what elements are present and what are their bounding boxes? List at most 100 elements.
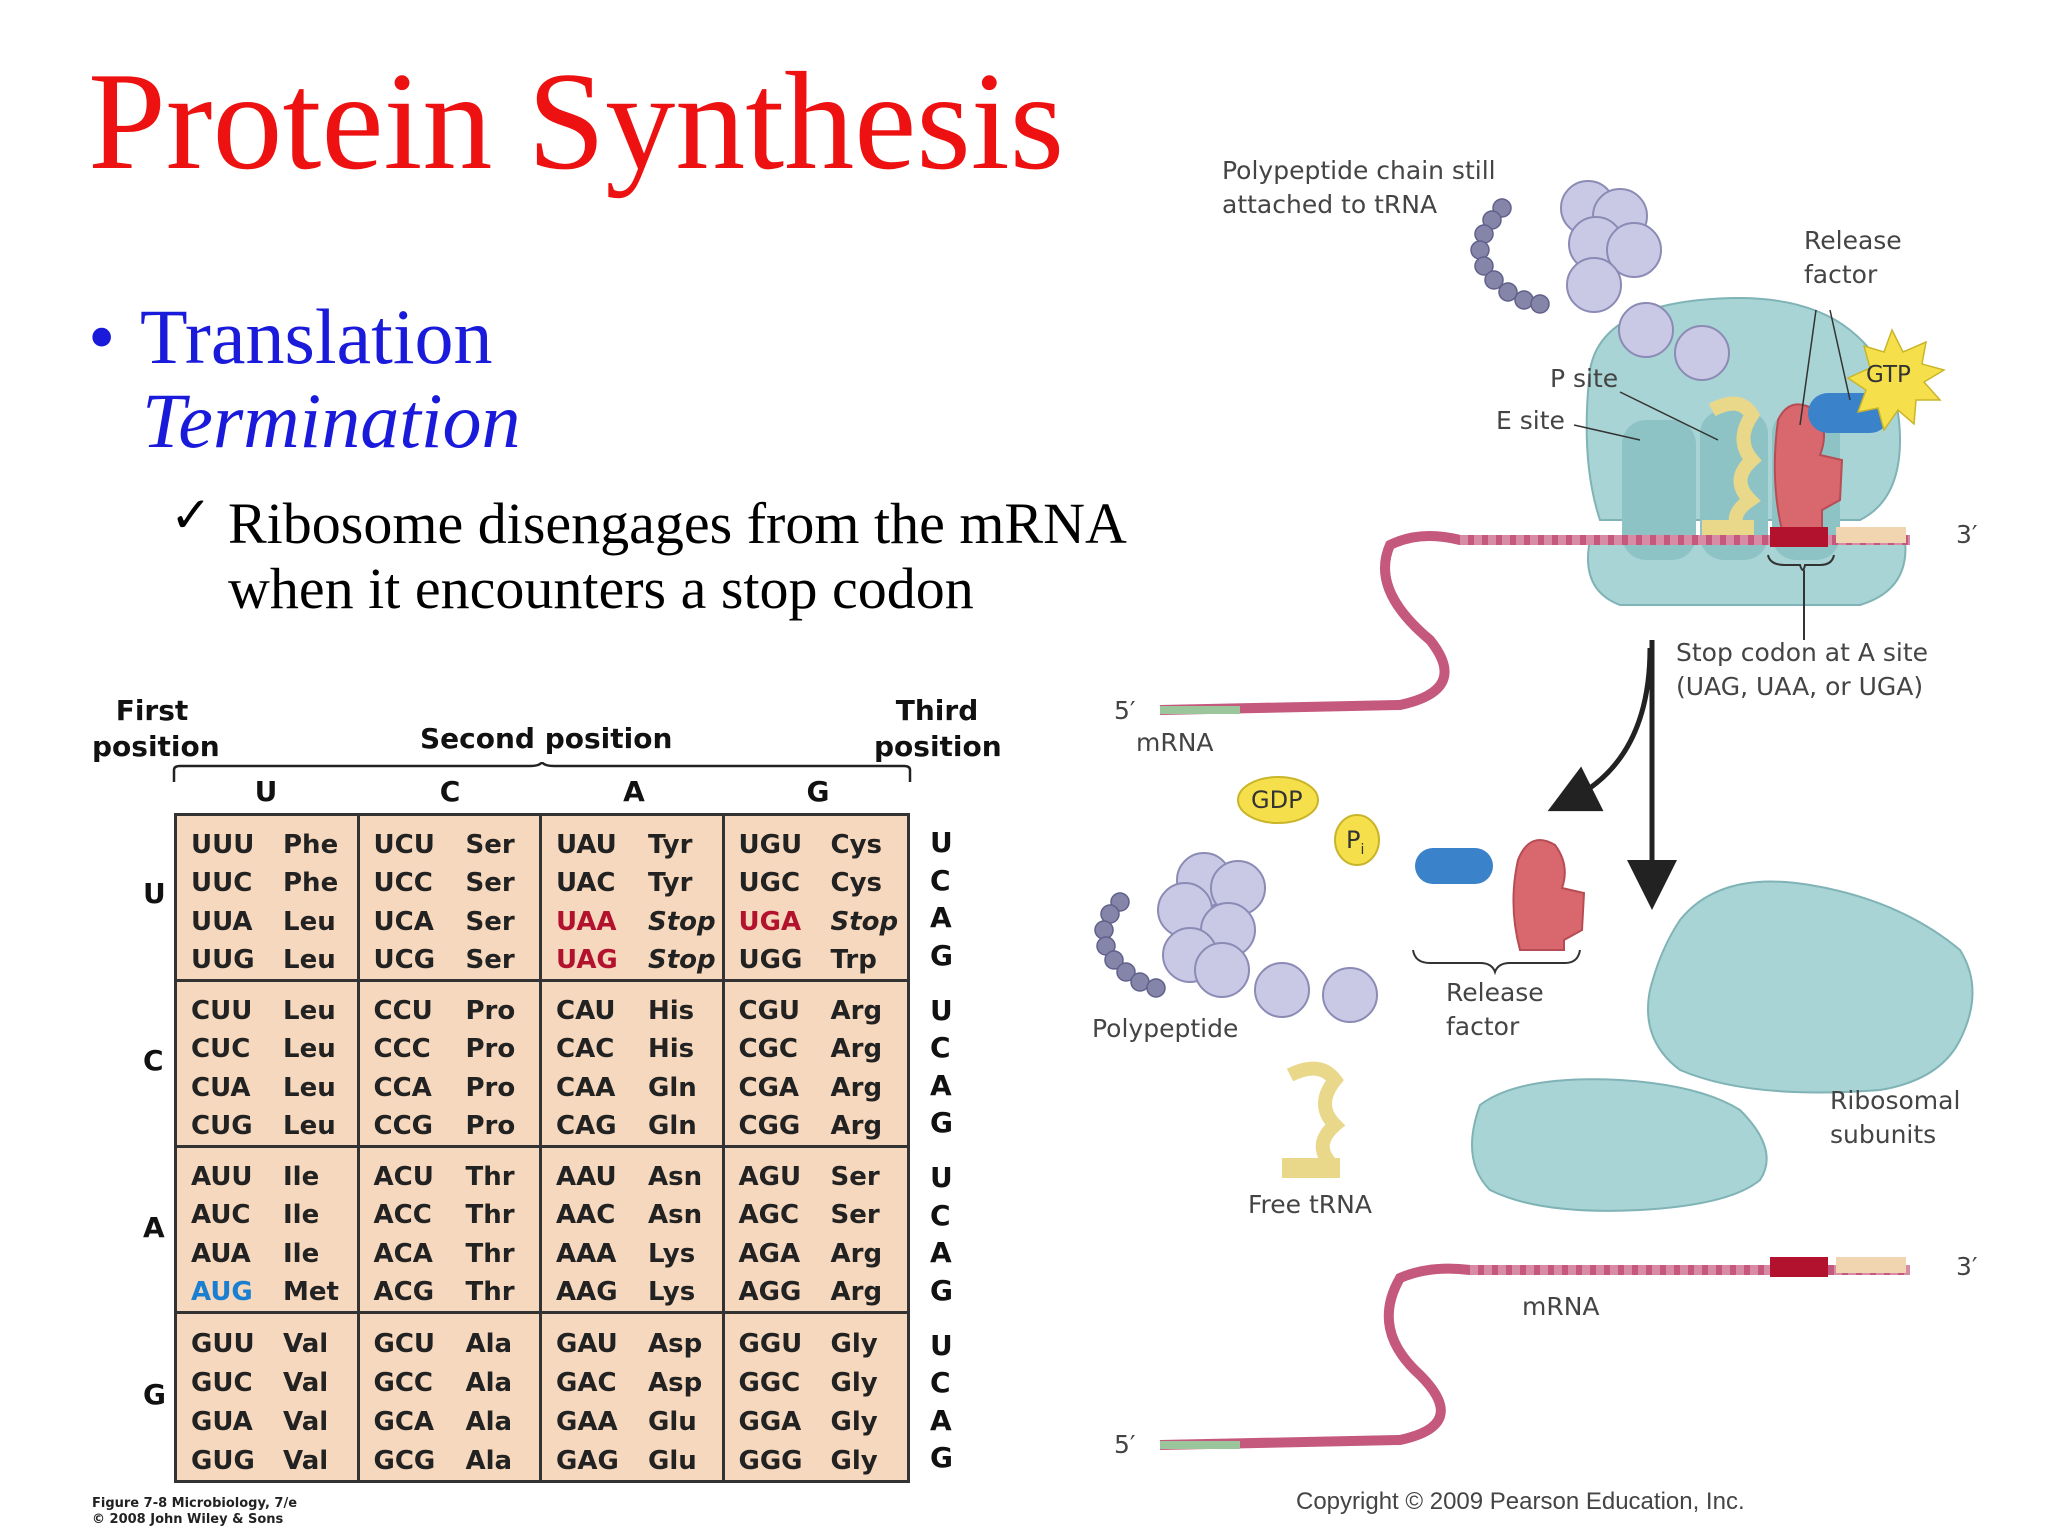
label-polypeptide-chain: Polypeptide chain still attached to tRNA — [1222, 154, 1496, 222]
codon: CUU — [191, 996, 253, 1027]
label-release-factor-bottom-line2: factor — [1446, 1011, 1520, 1041]
codon: UAU — [556, 830, 617, 861]
release-factor-top-icon — [1773, 403, 1844, 531]
codon: CAU — [556, 996, 616, 1027]
amino-acid: Val — [283, 1328, 329, 1359]
first-base-c: C — [143, 1044, 164, 1077]
label-mrna-top: mRNA — [1136, 728, 1214, 757]
codon: UCA — [373, 906, 434, 937]
codon: CCU — [373, 996, 433, 1027]
amino-acid: Phe — [283, 868, 339, 899]
amino-acid: Thr — [465, 1276, 515, 1307]
second-base-u: U — [254, 775, 278, 808]
label-stop-codon-line2: (UAG, UAA, or UGA) — [1676, 671, 1924, 701]
termination-diagram — [1094, 180, 1974, 1450]
codon: CGG — [738, 1110, 801, 1141]
amino-acid: Gly — [830, 1406, 878, 1437]
amino-acid: Stop — [648, 906, 716, 937]
amino-acid: Gln — [648, 1072, 697, 1103]
codon: CGU — [738, 996, 801, 1027]
amino-acid: Cys — [830, 830, 883, 861]
codon: UGU — [738, 830, 803, 861]
amino-acid: Leu — [283, 906, 336, 937]
second-base-c: C — [439, 775, 461, 808]
amino-acid: Asp — [648, 1328, 703, 1359]
codon-row: UGU Cys — [739, 832, 908, 858]
label-5prime-bottom: 5′ — [1114, 1430, 1136, 1459]
third-base: C — [930, 863, 951, 897]
copyright-notice: Copyright © 2009 Pearson Education, Inc. — [1296, 1488, 1745, 1515]
third-base: C — [930, 1366, 951, 1399]
codon: GGA — [738, 1406, 802, 1437]
bullet-translation: •Translation — [88, 298, 493, 376]
label-stop-codon: Stop codon at A site (UAG, UAA, or UGA) — [1676, 636, 1928, 704]
codon-row: GCC Ala — [374, 1370, 540, 1396]
codon-row: UGA Stop — [739, 909, 908, 935]
codon: GUC — [191, 1367, 253, 1398]
label-gdp: GDP — [1251, 786, 1303, 814]
amino-acid: Ala — [465, 1367, 513, 1398]
codon: CAA — [556, 1072, 616, 1103]
third-base: G — [930, 938, 953, 972]
codon: AAU — [556, 1162, 617, 1193]
codon: UGA — [738, 906, 802, 937]
codon: UAC — [556, 868, 616, 899]
sub-point-line-2: when it encounters a stop codon — [228, 556, 974, 621]
codon: AUU — [191, 1162, 253, 1193]
arrow-to-released-parts — [1547, 647, 1653, 812]
amino-acid: Val — [283, 1445, 329, 1476]
codon: AAG — [556, 1276, 618, 1307]
third-position-label-line1: Third — [895, 694, 979, 727]
label-p-site: P site — [1550, 364, 1619, 393]
amino-acid: Leu — [283, 944, 336, 975]
figure-credit-line1: Figure 7-8 Microbiology, 7/e — [92, 1496, 298, 1511]
amino-acid: Lys — [648, 1276, 696, 1307]
amino-acid: His — [648, 1034, 695, 1065]
codon-row: GAU Asp — [556, 1331, 722, 1357]
amino-acid: Ser — [465, 868, 515, 899]
amino-acid: Arg — [830, 996, 883, 1027]
codon: GAU — [556, 1328, 618, 1359]
third-base: A — [930, 1068, 952, 1102]
amino-acid: Ile — [283, 1238, 320, 1269]
label-release-factor-top-line1: Release — [1804, 226, 1902, 255]
codon: CCA — [373, 1072, 432, 1103]
second-base-g: G — [806, 775, 830, 808]
first-base-a: A — [143, 1211, 165, 1244]
codon: GCU — [373, 1328, 436, 1359]
amino-acid: Val — [283, 1406, 329, 1437]
label-polypeptide-chain-line2: attached to tRNA — [1222, 189, 1438, 219]
codon: CUA — [191, 1072, 251, 1103]
codon: CCG — [373, 1110, 434, 1141]
codon: GCC — [373, 1367, 434, 1398]
amino-acid: Stop — [830, 906, 899, 937]
codon: GCG — [373, 1445, 436, 1476]
amino-acid: Tyr — [648, 830, 693, 861]
third-base: U — [930, 826, 953, 859]
e-site-pocket — [1622, 420, 1696, 560]
third-position-label-line2: position — [874, 730, 1002, 763]
codon: AGG — [738, 1276, 802, 1307]
codon: UCU — [373, 830, 435, 861]
codon: GUU — [191, 1328, 255, 1359]
first-base-g: G — [143, 1378, 166, 1411]
codon-row: UAU Tyr — [556, 832, 722, 858]
